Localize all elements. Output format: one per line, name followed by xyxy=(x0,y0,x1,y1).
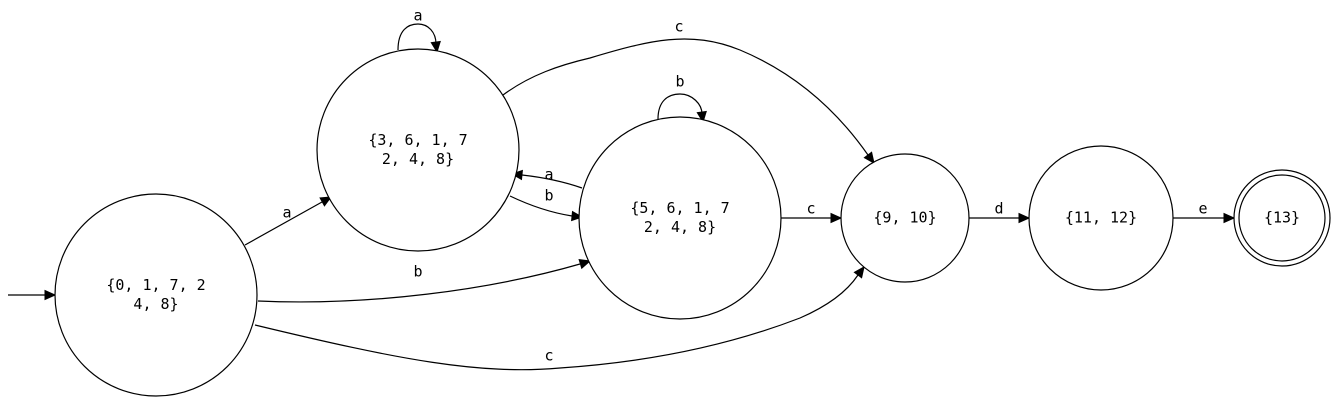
transition-s1-s2 xyxy=(509,195,573,217)
transition-s3-s4-label: d xyxy=(994,200,1003,218)
state-s1-circle xyxy=(316,48,520,252)
transition-s1-s3-label: c xyxy=(674,18,683,36)
transition-s4-s5-label: e xyxy=(1198,200,1207,218)
state-s3: {9, 10} xyxy=(840,153,970,283)
transition-s0-s1 xyxy=(244,201,323,246)
transition-s0-s2-label: b xyxy=(413,263,422,281)
transition-s2-s2 xyxy=(657,93,703,120)
transition-s2-s1-label: a xyxy=(544,166,553,184)
state-s2-label-line-1: 2, 4, 8} xyxy=(644,218,716,236)
state-s0-circle xyxy=(54,193,258,397)
state-s4: {11, 12} xyxy=(1028,145,1174,291)
state-s2-label-line-0: {5, 6, 1, 7 xyxy=(630,199,729,217)
transition-s1-s2-label: b xyxy=(544,187,553,205)
transition-s0-s3-label: c xyxy=(544,347,553,365)
state-s1-label-line-1: 2, 4, 8} xyxy=(382,150,454,168)
transition-s1-s3 xyxy=(502,38,869,156)
transition-s0-s2 xyxy=(257,263,581,303)
state-s0-label-line-1: 4, 8} xyxy=(133,295,178,313)
transition-s2-s1 xyxy=(521,174,583,189)
state-s0-label-line-0: {0, 1, 7, 2 xyxy=(106,276,205,294)
transition-s2-s2-label: b xyxy=(675,73,684,91)
state-s5-label-line-0: {13} xyxy=(1264,209,1300,227)
transition-s3-s4-arrowhead xyxy=(1018,212,1031,224)
nodes-layer: {0, 1, 7, 24, 8}{3, 6, 1, 72, 4, 8}{5, 6… xyxy=(54,48,1331,397)
state-s5: {13} xyxy=(1233,169,1331,267)
transition-s0-s3-arrowhead xyxy=(853,266,865,279)
transition-s0-s2-arrowhead xyxy=(578,258,592,270)
transition-s4-s5-arrowhead xyxy=(1223,212,1236,224)
state-s1-label-line-0: {3, 6, 1, 7 xyxy=(368,131,467,149)
state-s1: {3, 6, 1, 72, 4, 8} xyxy=(316,48,520,252)
state-s3-circle xyxy=(840,153,970,283)
transition-s2-s1-arrowhead xyxy=(510,169,523,181)
transition-s0-s3 xyxy=(254,274,859,371)
transition-s1-s2-arrowhead xyxy=(571,210,584,222)
transition-s1-s1-label: a xyxy=(413,7,422,25)
start-arrow-head xyxy=(44,289,57,301)
edges-layer xyxy=(8,23,1236,371)
transition-s1-s1-arrowhead xyxy=(430,40,441,54)
state-s5-accept-ring xyxy=(1238,174,1326,262)
transition-s1-s3-arrowhead xyxy=(863,151,875,164)
transition-s2-s3-label: c xyxy=(806,200,815,218)
transition-s2-s2-arrowhead xyxy=(696,110,707,124)
state-s0: {0, 1, 7, 24, 8} xyxy=(54,193,258,397)
transition-s0-s1-label: a xyxy=(282,204,291,222)
state-s2-circle xyxy=(578,116,782,320)
transition-s2-s3-arrowhead xyxy=(830,212,843,224)
state-s3-label-line-0: {9, 10} xyxy=(873,209,936,227)
transition-s0-s1-arrowhead xyxy=(319,196,333,207)
state-s4-label-line-0: {11, 12} xyxy=(1065,209,1137,227)
state-s2: {5, 6, 1, 72, 4, 8} xyxy=(578,116,782,320)
transition-s1-s1 xyxy=(397,23,437,51)
state-s4-circle xyxy=(1028,145,1174,291)
